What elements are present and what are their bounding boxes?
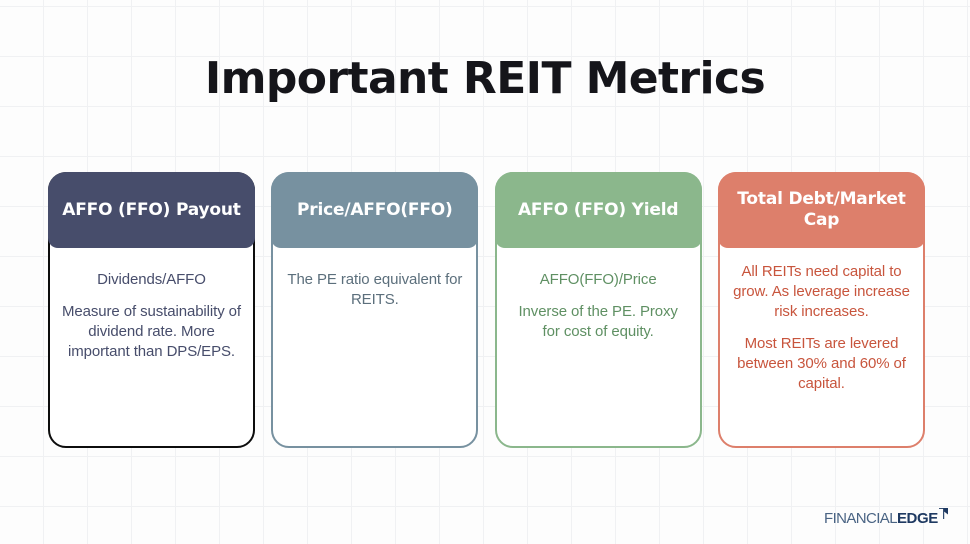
card-text-description: Measure of sustainability of dividend ra… xyxy=(62,303,241,360)
card-header-price-affo: Price/AFFO(FFO) xyxy=(271,172,479,248)
card-text-description: Inverse of the PE. Proxy for cost of equ… xyxy=(518,303,678,340)
card-body-affo-yield: AFFO(FFO)/Price Inverse of the PE. Proxy… xyxy=(497,248,700,446)
card-text-formula: AFFO(FFO)/Price xyxy=(539,271,657,288)
card-text-description-secondary: Most REITs are levered between 30% and 6… xyxy=(737,335,906,392)
card-header-affo-payout: AFFO (FFO) Payout xyxy=(48,172,255,248)
card-text-formula: Dividends/AFFO xyxy=(97,271,206,288)
card-header-affo-yield: AFFO (FFO) Yield xyxy=(494,172,702,248)
card-body-price-affo: The PE ratio equivalent for REITS. xyxy=(273,248,476,446)
metric-card-row: AFFO (FFO) Payout Dividends/AFFO Measure… xyxy=(48,172,925,448)
card-title-affo-yield: AFFO (FFO) Yield xyxy=(517,199,679,220)
card-text-description: All REITs need capital to grow. As lever… xyxy=(733,263,910,320)
page-title: Important REIT Metrics xyxy=(204,53,766,104)
card-text-description: The PE ratio equivalent for REITS. xyxy=(287,271,463,308)
card-body-affo-payout: Dividends/AFFO Measure of sustainability… xyxy=(50,248,253,446)
brand-logo: FINANCIAL EDGE xyxy=(824,508,948,532)
card-title-affo-payout: AFFO (FFO) Payout xyxy=(62,199,241,220)
logo-text-edge: EDGE xyxy=(896,510,938,527)
metric-card-total-debt[interactable]: Total Debt/Market Cap All REITs need cap… xyxy=(717,172,925,448)
card-header-total-debt: Total Debt/Market Cap xyxy=(717,172,925,248)
card-title-total-debt: Total Debt/Market Cap xyxy=(737,189,906,230)
logo-text-financial: FINANCIAL xyxy=(824,510,898,527)
metric-card-price-affo[interactable]: Price/AFFO(FFO) The PE ratio equivalent … xyxy=(271,172,479,448)
flag-icon xyxy=(938,508,948,519)
metric-card-affo-payout[interactable]: AFFO (FFO) Payout Dividends/AFFO Measure… xyxy=(48,172,255,448)
card-body-total-debt: All REITs need capital to grow. As lever… xyxy=(720,248,923,446)
card-title-price-affo: Price/AFFO(FFO) xyxy=(297,199,453,220)
metric-card-affo-yield[interactable]: AFFO (FFO) Yield AFFO(FFO)/Price Inverse… xyxy=(494,172,702,448)
